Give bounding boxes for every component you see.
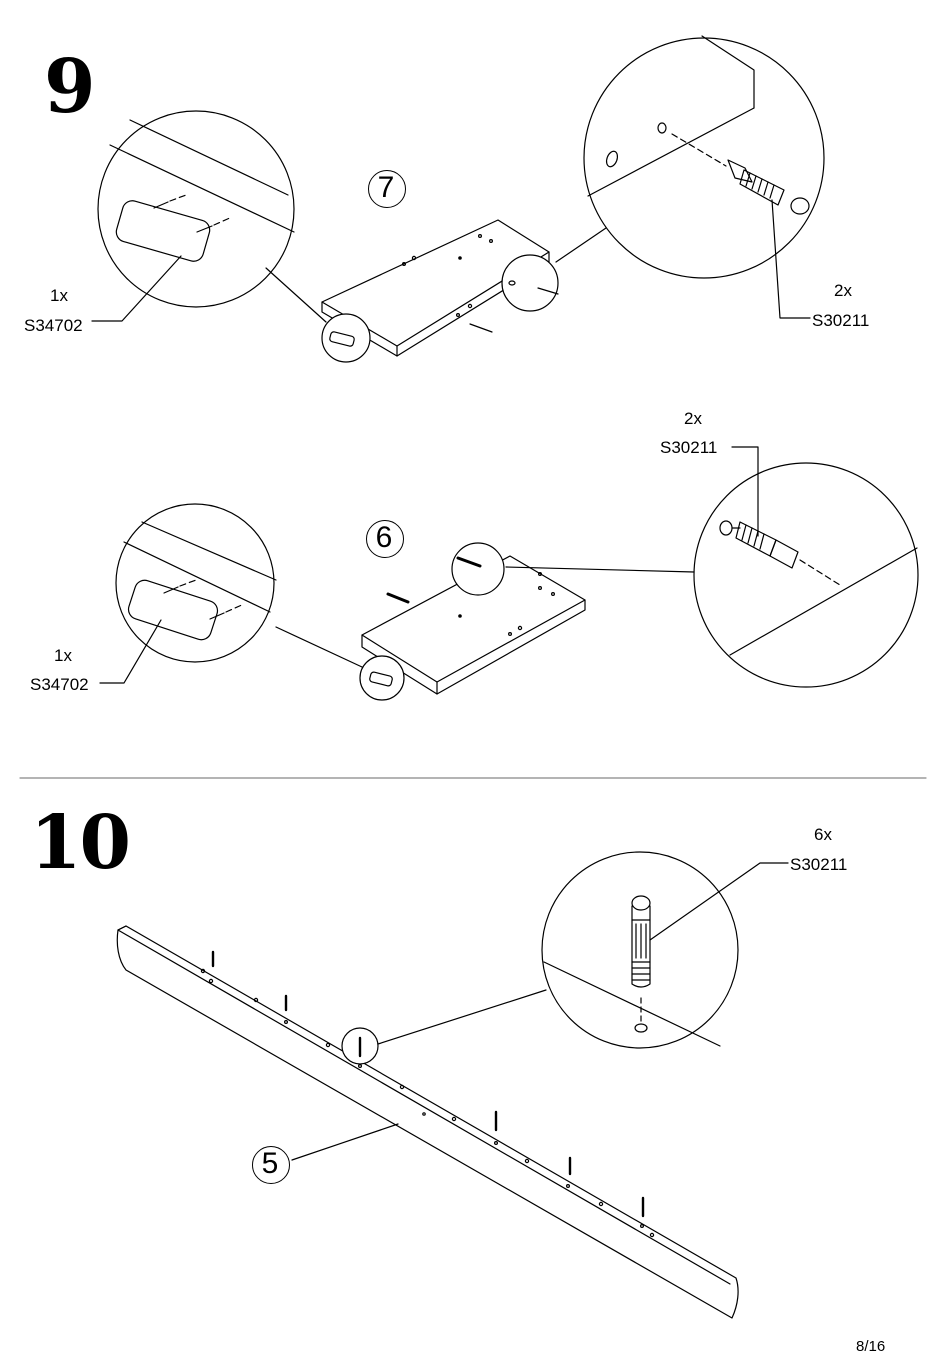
part-number-badge-7: [368, 170, 406, 208]
step10-callout: [341, 851, 789, 1065]
dowel-code-top: S30211: [812, 311, 870, 330]
handle-code-bottom: S34702: [30, 675, 89, 694]
dowel-code-bottom: S30211: [660, 438, 718, 457]
step10-rail-5: [116, 925, 739, 1319]
step9-top-callout-right: [469, 35, 825, 333]
part-number-badge-5: [252, 1146, 290, 1184]
step-number-10: 10: [30, 800, 131, 886]
handle-qty-top: 1x: [50, 286, 68, 305]
part-number-6: 6: [375, 521, 393, 554]
part-number-badge-6: [366, 520, 404, 558]
dowel-qty-step10: 6x: [814, 825, 832, 844]
dowel-qty-top: 2x: [834, 281, 852, 300]
step-number-9: 9: [44, 44, 95, 130]
step9-bottom-panel-6: [361, 555, 586, 695]
page-number: 8/16: [856, 1338, 886, 1355]
dowel-qty-bottom: 2x: [684, 409, 702, 428]
step9-bottom-callout-right: [451, 446, 919, 688]
part-number-7: 7: [377, 171, 395, 204]
step9-bottom-callout-left: [99, 503, 405, 701]
part-number-5: 5: [261, 1147, 279, 1180]
handle-qty-bottom: 1x: [54, 646, 72, 665]
handle-code-top: S34702: [24, 316, 83, 335]
dowel-code-step10: S30211: [790, 855, 848, 874]
step9-top-callout-left: [91, 110, 371, 363]
